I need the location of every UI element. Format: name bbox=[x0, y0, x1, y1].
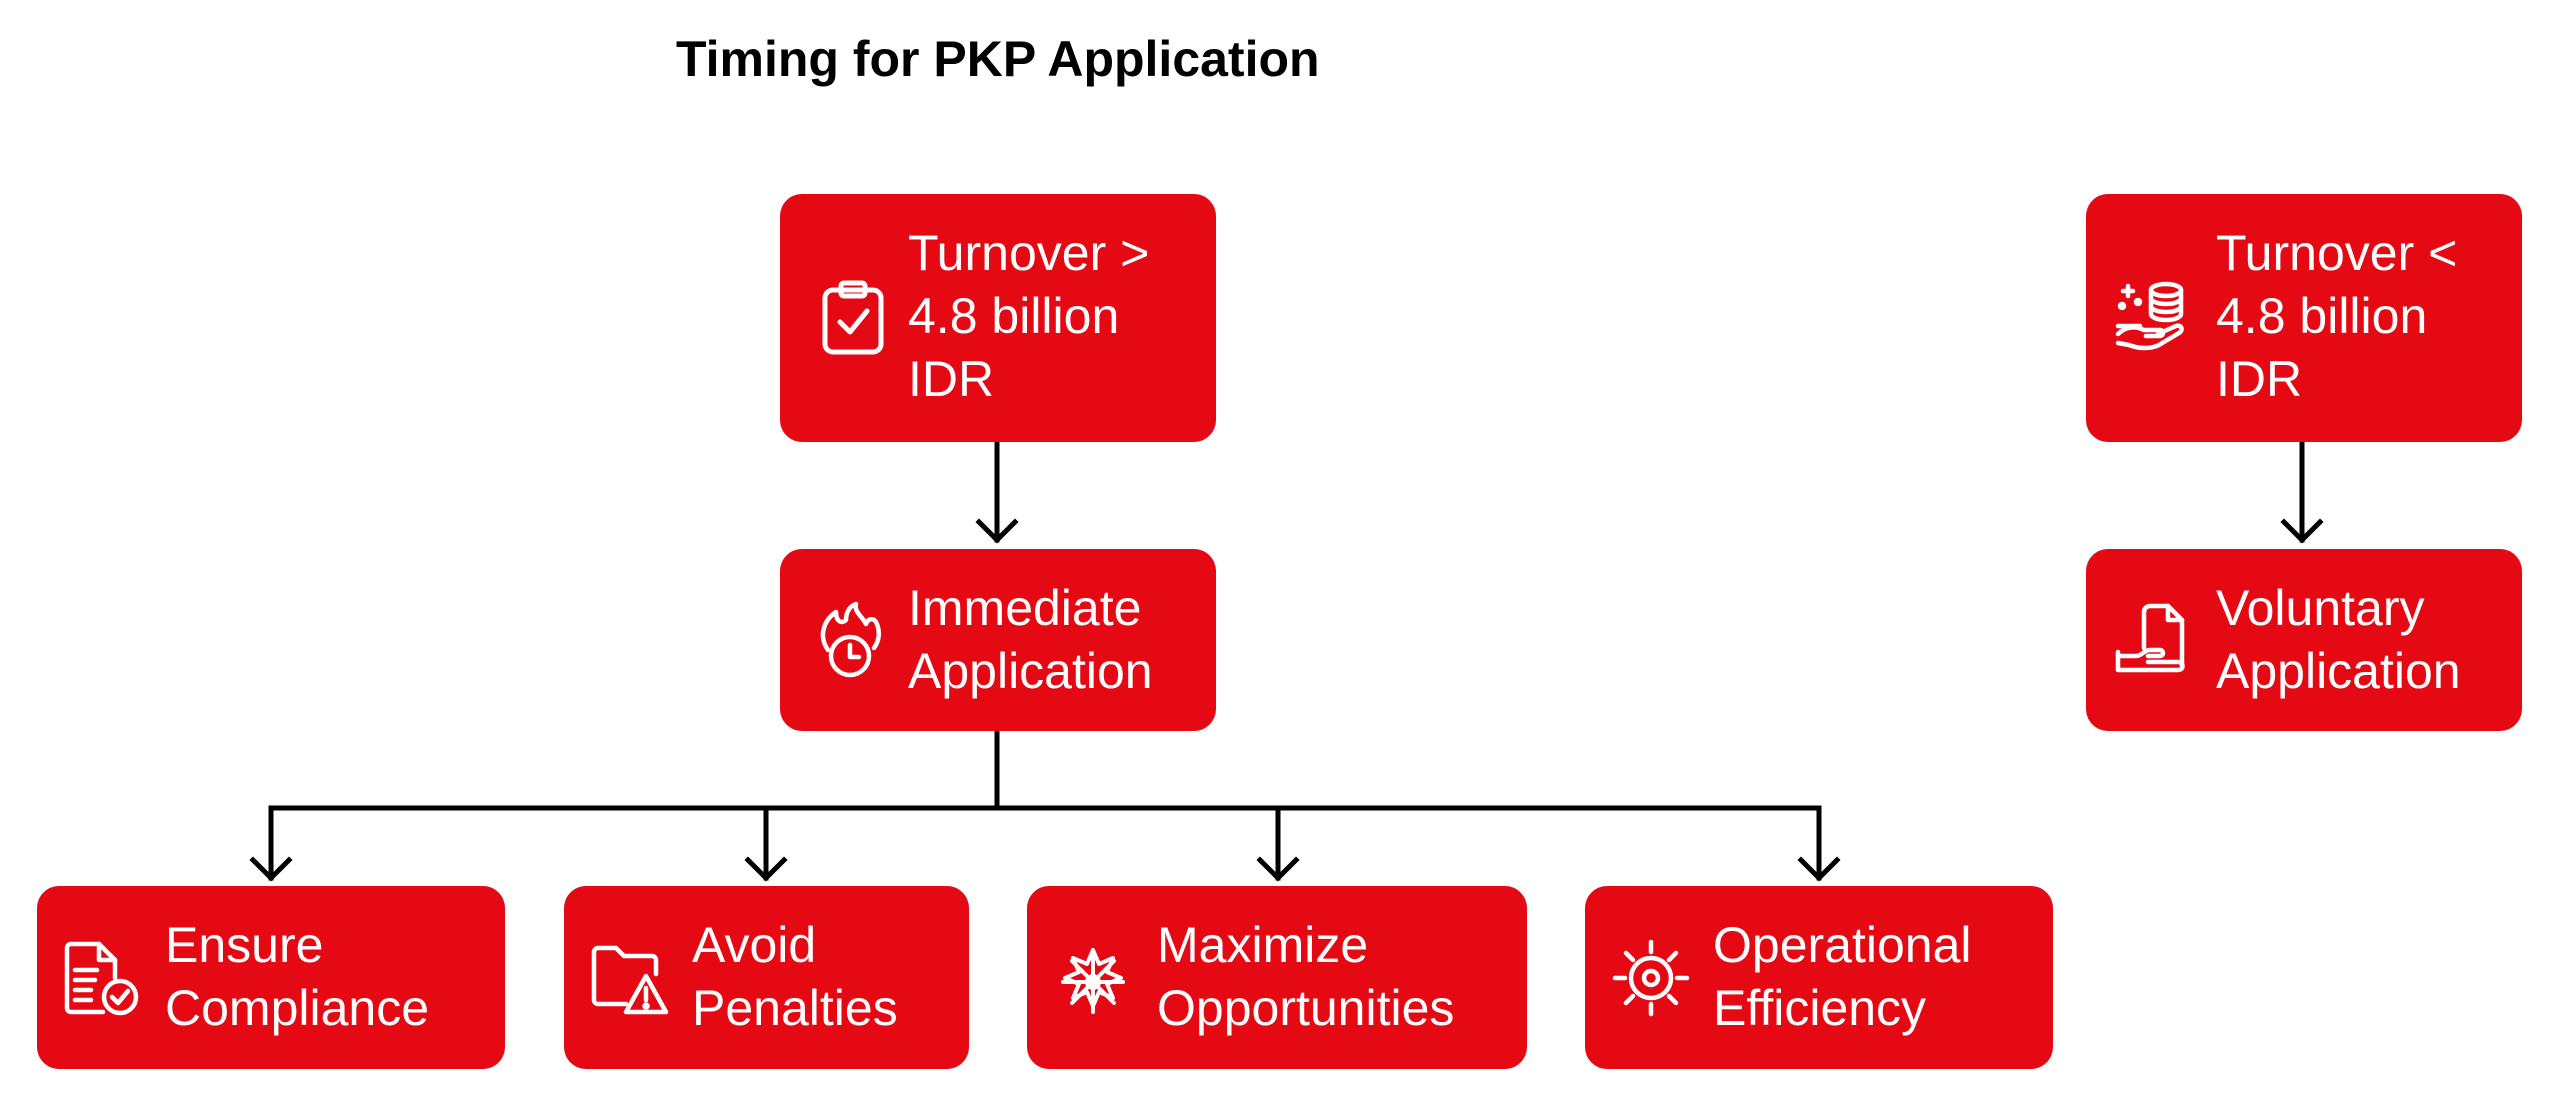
ensure-compliance-node: Ensure Compliance bbox=[37, 886, 505, 1069]
diagram-title: Timing for PKP Application bbox=[676, 31, 1320, 87]
avoid-penalties-node: Avoid Penalties bbox=[564, 886, 969, 1069]
immediate-application-node: Immediate Application bbox=[780, 549, 1216, 731]
gear-target-icon bbox=[1611, 938, 1691, 1018]
voluntary-application-label: Voluntary Application bbox=[2216, 580, 2461, 699]
ensure-compliance-label: Ensure Compliance bbox=[165, 917, 430, 1036]
operational-efficiency-label: Operational Efficiency bbox=[1713, 917, 1972, 1036]
clipboard-check-icon bbox=[813, 278, 893, 358]
hand-coins-icon bbox=[2114, 278, 2194, 358]
arrowhead-immediate bbox=[975, 518, 1019, 544]
immediate-application-label: Immediate Application bbox=[908, 580, 1153, 699]
turnover-below-label: Turnover < 4.8 billion IDR bbox=[2216, 225, 2458, 407]
document-check-icon bbox=[61, 938, 141, 1018]
turnover-below-node: Turnover < 4.8 billion IDR bbox=[2086, 194, 2522, 442]
turnover-above-label: Turnover > 4.8 billion IDR bbox=[908, 225, 1150, 407]
arrowhead-efficiency bbox=[1797, 856, 1841, 882]
voluntary-application-node: Voluntary Application bbox=[2086, 549, 2522, 731]
folder-warning-icon bbox=[590, 938, 670, 1018]
maximize-opportunities-label: Maximize Opportunities bbox=[1157, 917, 1455, 1036]
hand-document-icon bbox=[2114, 600, 2194, 680]
turnover-above-node: Turnover > 4.8 billion IDR bbox=[780, 194, 1216, 442]
snowflake-burst-icon bbox=[1053, 938, 1133, 1018]
arrowhead-voluntary bbox=[2280, 518, 2324, 544]
operational-efficiency-node: Operational Efficiency bbox=[1585, 886, 2053, 1069]
arrowhead-penalties bbox=[744, 856, 788, 882]
arrowhead-opportunities bbox=[1256, 856, 1300, 882]
arrowhead-compliance bbox=[249, 856, 293, 882]
maximize-opportunities-node: Maximize Opportunities bbox=[1027, 886, 1527, 1069]
fire-clock-icon bbox=[810, 600, 890, 680]
avoid-penalties-label: Avoid Penalties bbox=[692, 917, 898, 1036]
